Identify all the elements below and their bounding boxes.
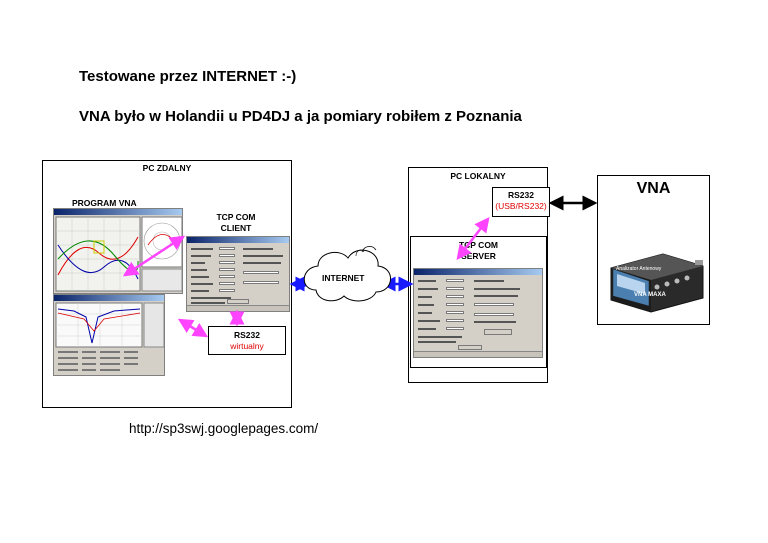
- rs232-virtual-title: RS232: [234, 330, 260, 340]
- arrow-vna-to-tcp-client: [122, 235, 186, 277]
- rs232-virtual-box: RS232 wirtualny: [208, 326, 286, 355]
- tcp-com-server-window: [413, 268, 543, 358]
- vna-device-label: VNA MAXA: [634, 292, 666, 298]
- vna-label: VNA: [636, 180, 671, 197]
- tcp-com-client-window: [186, 236, 290, 312]
- program-vna-label: PROGRAM VNA: [72, 198, 137, 208]
- footer-url: http://sp3swj.googlepages.com/: [129, 421, 319, 436]
- rs232-usb-subtitle: (USB/RS232): [495, 201, 547, 211]
- vna-swr-graph: [55, 302, 164, 371]
- tcp-com-client-line-1: TCP COM: [216, 212, 256, 222]
- vna-device-image: [610, 253, 704, 313]
- pc-remote-label: PC ZDALNY: [142, 163, 192, 173]
- pc-local-label: PC LOKALNY: [450, 171, 506, 181]
- rs232-virtual-subtitle: wirtualny: [230, 341, 264, 351]
- title-line-2: VNA było w Holandii u PD4DJ a ja pomiary…: [79, 108, 522, 125]
- tcp-com-client-label: TCP COM CLIENT: [186, 212, 286, 234]
- vna-program-screenshot-bottom: [53, 294, 165, 376]
- title-line-1: Testowane przez INTERNET :-): [79, 68, 297, 85]
- rs232-usb-title: RS232: [508, 190, 534, 200]
- arrow-tcp-server-to-rs232-usb: [456, 217, 490, 260]
- vna-device-brand-text: Analizator Antenowy: [616, 266, 662, 272]
- arrow-vna-to-rs232-virtual: [177, 318, 209, 338]
- internet-cloud-icon: [303, 246, 391, 302]
- tcp-com-client-line-2: CLIENT: [220, 223, 252, 233]
- internet-label: INTERNET: [322, 273, 365, 283]
